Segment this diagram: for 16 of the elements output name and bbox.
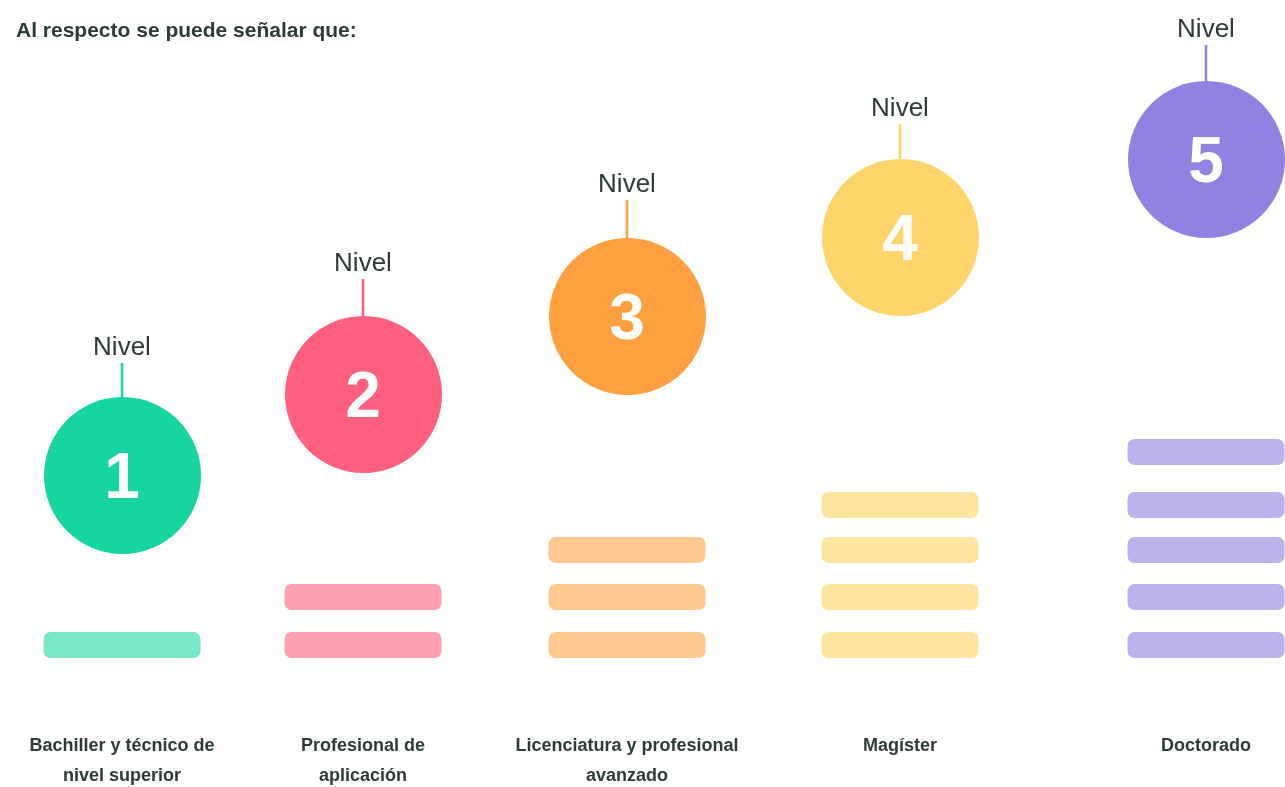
- heading: Al respecto se puede señalar que:: [16, 17, 357, 43]
- level-label: Nivel: [577, 166, 677, 200]
- connector-line: [898, 124, 902, 159]
- level-label: Nivel: [72, 329, 172, 363]
- level-caption: Magíster: [862, 734, 938, 757]
- connector-line: [120, 363, 124, 397]
- level-caption: Licenciatura y profesional avanzado: [514, 734, 740, 787]
- level-label: Nivel: [313, 245, 413, 279]
- level-label: Nivel: [1156, 11, 1256, 45]
- connector-line: [625, 200, 629, 238]
- level-caption: Doctorado: [1160, 734, 1252, 757]
- level-caption: Profesional de aplicación: [300, 734, 426, 787]
- level-caption: Bachiller y técnico de nivel superior: [28, 734, 216, 787]
- connector-line: [1204, 45, 1208, 81]
- connector-line: [361, 279, 365, 316]
- level-label: Nivel: [850, 90, 950, 124]
